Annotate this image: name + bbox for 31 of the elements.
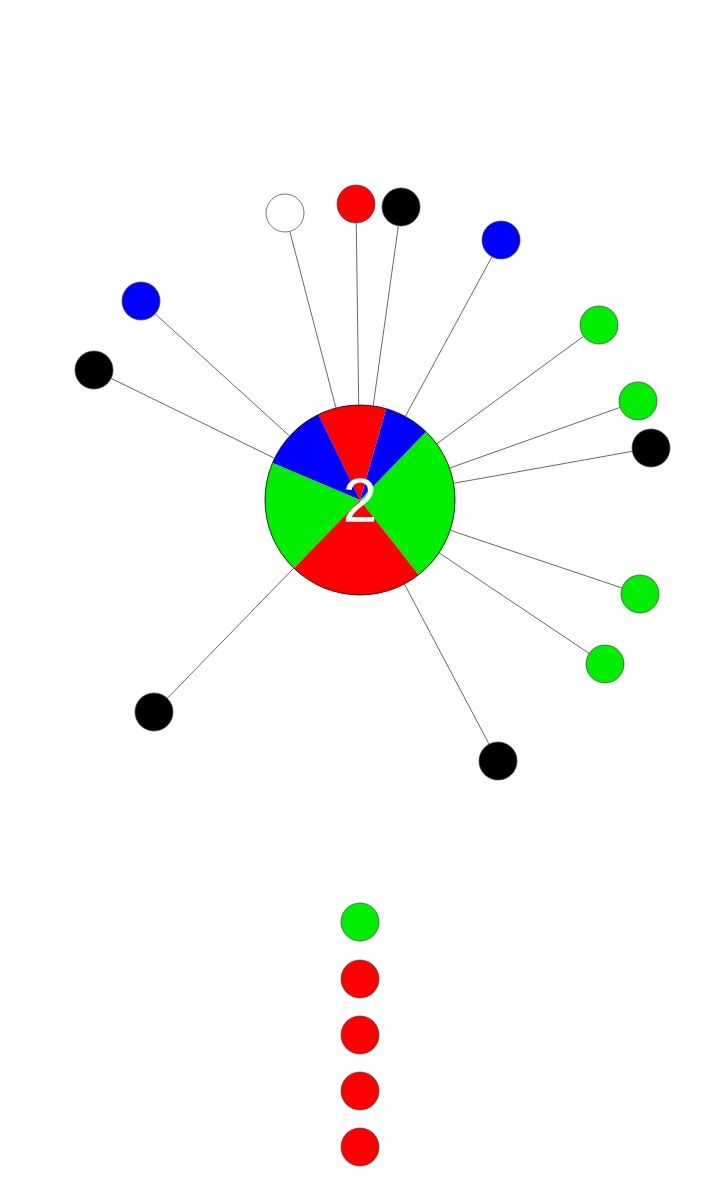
connector-line: [167, 568, 294, 699]
connector-line: [155, 313, 290, 437]
ball: [340, 1015, 380, 1055]
ball: [340, 959, 380, 999]
pin-ball: [134, 692, 174, 732]
connector-line: [405, 256, 493, 417]
pin-ball: [74, 350, 114, 390]
ball: [340, 1071, 380, 1111]
connector-line: [453, 451, 633, 484]
pin-ball: [579, 305, 619, 345]
pin-ball: [631, 428, 671, 468]
connector-line: [404, 584, 490, 745]
connector-line: [450, 530, 622, 589]
pin-ball: [618, 381, 658, 421]
pin-ball: [121, 281, 161, 321]
pin-ball: [478, 741, 518, 781]
pin-ball: [336, 184, 376, 224]
ball: [340, 1127, 380, 1167]
connector-line: [111, 378, 275, 459]
connector-line: [289, 231, 337, 408]
pin-ball: [585, 644, 625, 684]
connector-line: [372, 225, 399, 406]
connector-line: [436, 336, 584, 444]
pin-ball: [381, 187, 421, 227]
ball: [340, 902, 380, 942]
pin-ball: [265, 193, 305, 233]
pin-ball: [481, 220, 521, 260]
connector-line: [355, 223, 360, 405]
connector-line: [438, 552, 590, 654]
pin-ball: [620, 574, 660, 614]
connector-line: [449, 407, 621, 469]
